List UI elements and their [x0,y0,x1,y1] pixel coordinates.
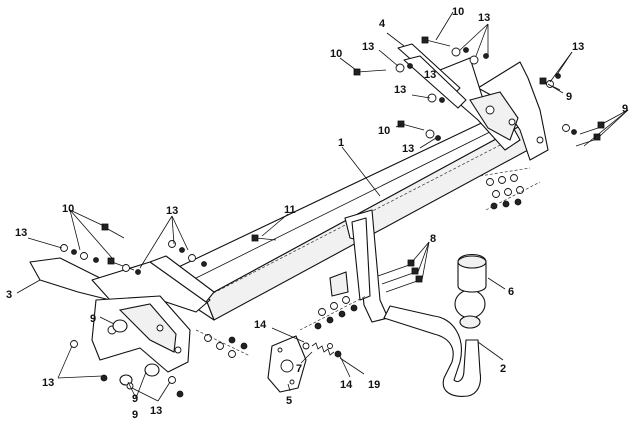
socket-plate [267,335,307,393]
callout-14-a: 14 [254,319,267,331]
callout-9-d: 9 [132,393,138,405]
callout-13-i: 13 [150,405,162,417]
callout-3: 3 [6,289,12,301]
callout-13-j: 13 [424,69,436,81]
callout-2: 2 [500,363,506,375]
callout-14-b: 14 [340,379,353,391]
bolts [101,36,605,386]
callout-9-e: 9 [132,409,138,421]
callout-4: 4 [379,18,386,30]
callout-13-e: 13 [402,143,414,155]
callout-13-b: 13 [362,41,374,53]
callout-8: 8 [430,233,436,245]
callout-9-a: 9 [566,91,572,103]
right-side-bracket [397,43,549,161]
callout-6: 6 [508,286,514,298]
centre-mounting-bracket [329,209,389,323]
ball-neck [383,289,486,397]
callout-13-h: 13 [42,377,54,389]
callout-11: 11 [284,204,296,216]
callout-13-d: 13 [394,84,406,96]
callout-7: 7 [296,363,302,375]
callout-13-g: 13 [15,227,27,239]
callout-10-a: 10 [452,6,464,18]
callout-10-d: 10 [62,203,74,215]
nuts-and-washers [60,47,577,398]
callout-9-c: 9 [90,313,96,325]
callout-5: 5 [286,395,292,407]
callout-13-a: 13 [478,12,490,24]
leader-lines [16,11,629,402]
callout-labels: 1 2 3 4 5 6 7 8 9 9 9 9 9 10 10 10 10 11… [6,6,628,421]
callout-1: 1 [338,137,344,149]
callout-10-c: 10 [378,125,390,137]
callout-19: 19 [368,379,380,391]
ball-cap [457,253,487,293]
callout-13-f: 13 [166,205,178,217]
spring-and-clip [302,342,342,358]
callout-10-b: 10 [330,48,342,60]
callout-9-b: 9 [622,103,628,115]
callout-13-c: 13 [572,41,584,53]
left-side-bracket [29,255,215,373]
